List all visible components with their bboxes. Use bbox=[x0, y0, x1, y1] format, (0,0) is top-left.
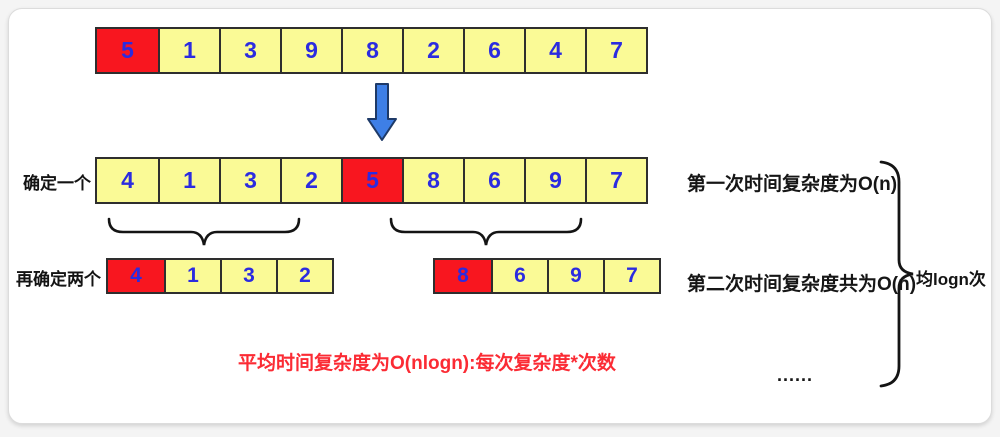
array-cell: 3 bbox=[219, 159, 280, 202]
array-cell-pivot: 5 bbox=[341, 159, 402, 202]
array-cell: 1 bbox=[158, 159, 219, 202]
array-cell: 7 bbox=[585, 159, 646, 202]
first-pass-complexity: 第一次时间复杂度为O(n) bbox=[687, 174, 898, 195]
array-cell: 4 bbox=[524, 29, 585, 72]
array-cell: 8 bbox=[402, 159, 463, 202]
recursion-depth-label: 均logn次 bbox=[916, 270, 986, 289]
array-cell: 9 bbox=[547, 260, 603, 292]
right-partition-underbrace-icon bbox=[389, 217, 583, 246]
array-cell: 7 bbox=[585, 29, 646, 72]
array-cell: 6 bbox=[491, 260, 547, 292]
array-cell: 3 bbox=[219, 29, 280, 72]
array-cell: 1 bbox=[158, 29, 219, 72]
array-cell-pivot: 8 bbox=[435, 260, 491, 292]
array-cell: 3 bbox=[220, 260, 276, 292]
array-cell-pivot: 5 bbox=[97, 29, 158, 72]
array-cell: 2 bbox=[280, 159, 341, 202]
array-cell: 8 bbox=[341, 29, 402, 72]
step2-label: 再确定两个 bbox=[16, 270, 101, 289]
second-pass-complexity: 第二次时间复杂度共为O(n) bbox=[687, 274, 917, 295]
array-cell: 9 bbox=[280, 29, 341, 72]
array-cell: 9 bbox=[524, 159, 585, 202]
array-cell: 6 bbox=[463, 159, 524, 202]
average-complexity-note: 平均时间复杂度为O(nlogn):每次复杂度*次数 bbox=[238, 353, 616, 374]
recursion-depth-brace-icon bbox=[879, 160, 914, 388]
array-cell-pivot: 4 bbox=[108, 260, 164, 292]
array-cell: 1 bbox=[164, 260, 220, 292]
left-partition-underbrace-icon bbox=[107, 217, 301, 246]
continuation-ellipsis: ...... bbox=[777, 365, 814, 385]
array-cell: 7 bbox=[603, 260, 659, 292]
array-cell: 2 bbox=[276, 260, 332, 292]
array-cell: 2 bbox=[402, 29, 463, 72]
step1-label: 确定一个 bbox=[23, 174, 91, 193]
array-cell: 6 bbox=[463, 29, 524, 72]
down-arrow-icon bbox=[367, 83, 397, 141]
array-cell: 4 bbox=[97, 159, 158, 202]
